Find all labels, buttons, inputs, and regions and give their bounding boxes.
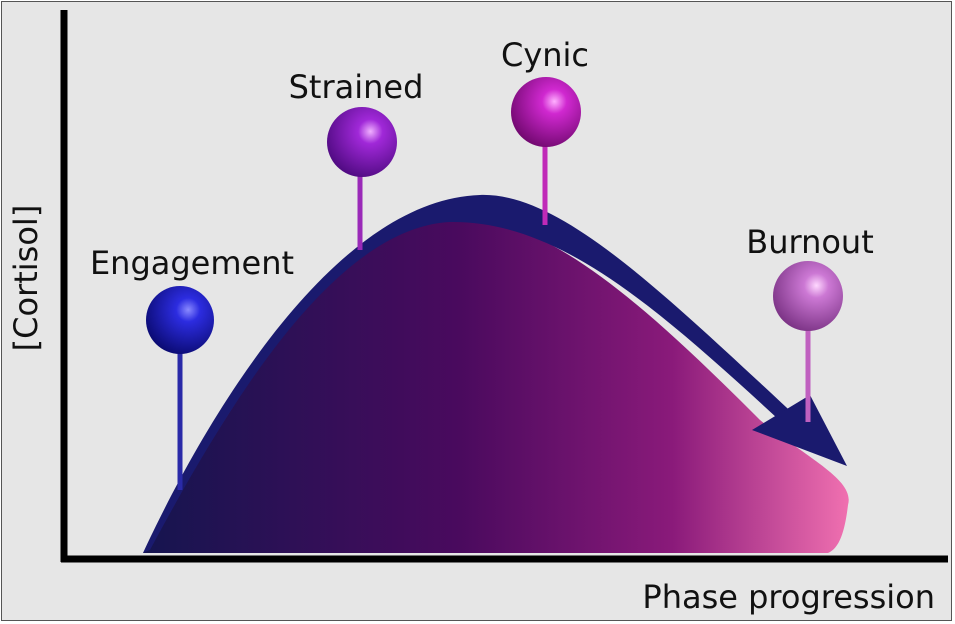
progression-arrow-head bbox=[752, 395, 847, 466]
phase-marker-strained: Strained bbox=[289, 68, 424, 250]
cortisol-curve-fill bbox=[143, 214, 849, 553]
phase-label-cynic: Cynic bbox=[501, 36, 589, 74]
phase-marker-engagement: Engagement bbox=[90, 244, 294, 490]
x-axis-label: Phase progression bbox=[642, 578, 935, 616]
progression-arrow-band bbox=[143, 194, 800, 554]
phase-label-strained: Strained bbox=[289, 68, 424, 106]
phase-marker-burnout: Burnout bbox=[746, 223, 874, 422]
phase-label-burnout: Burnout bbox=[746, 223, 874, 261]
phase-marker-cynic: Cynic bbox=[501, 36, 589, 225]
y-axis-label: [Cortisol] bbox=[7, 205, 45, 352]
phase-label-engagement: Engagement bbox=[90, 244, 294, 282]
